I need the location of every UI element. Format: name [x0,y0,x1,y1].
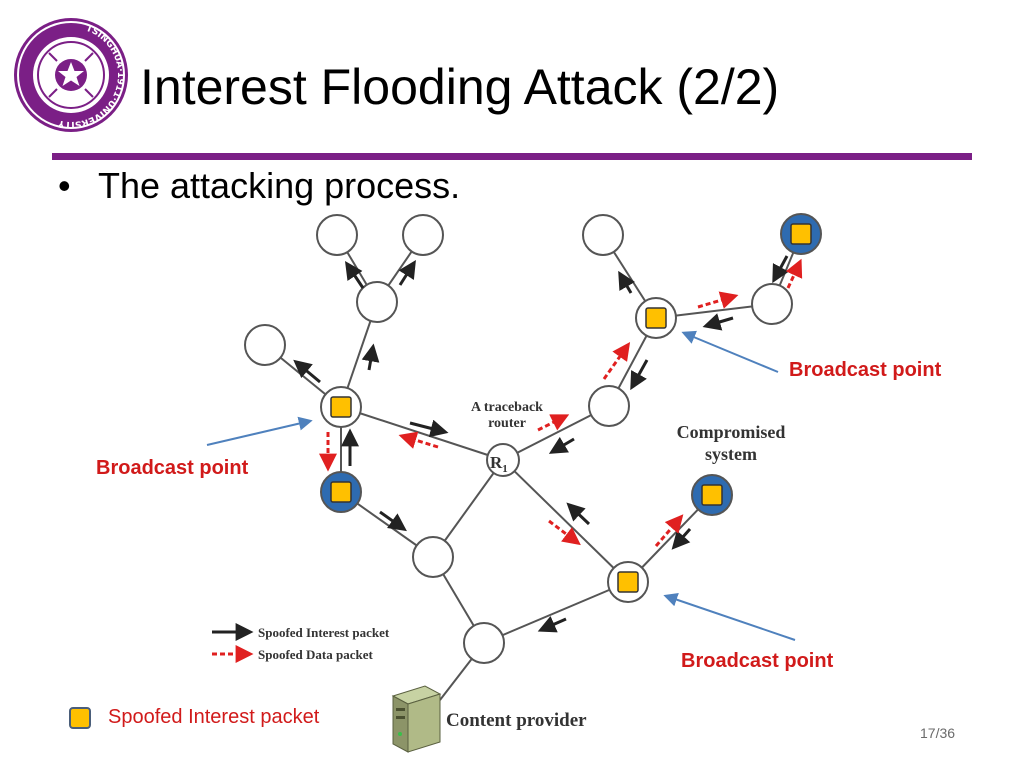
interest-arrow [379,510,407,532]
data-arrow [537,414,570,432]
interest-arrow [671,528,692,550]
page-number: 17/36 [920,725,956,741]
interest-arrow [772,255,789,284]
interest-arrow [702,313,734,331]
bullet-text: The attacking process. [98,165,461,206]
title-divider [52,153,972,160]
edge [502,459,629,583]
broadcast-label-left: Broadcast point [96,457,249,479]
compromised-label: Compromised [677,422,786,442]
network-node [244,324,286,366]
legend-data-label: Spoofed Data packet [258,647,374,662]
bullet-dot: • [58,165,71,206]
legend-interest-label: Spoofed Interest packet [258,625,390,640]
spoofed-square [330,481,352,503]
spoofed-square [790,223,812,245]
network-node [412,536,454,578]
compromised-label-system: system [705,444,757,464]
network-node [463,622,505,664]
interest-arrow [548,436,575,454]
interest-arrow [618,270,636,294]
interest-arrow [361,343,380,371]
university-logo-icon: TSINGHUA·1911·UNIVERSITY [14,18,128,132]
spoofed-square [701,484,723,506]
legend-square-label: Spoofed Interest packet [108,706,320,728]
arrow-legend: Spoofed Interest packet Spoofed Data pac… [212,623,390,663]
network-node [356,281,398,323]
traceback-label: A traceback [471,400,543,415]
router-label: R1 [490,453,508,475]
legend-square-icon [69,707,91,729]
data-arrows [319,258,803,547]
network-node [588,385,630,427]
spoofed-square [617,571,639,593]
network-node [316,214,358,256]
broadcast-label-right-top: Broadcast point [789,359,942,381]
traceback-label-router: router [488,416,526,431]
interest-arrow [409,419,449,438]
broadcast-label-right-bottom: Broadcast point [681,650,834,672]
broadcast-pointers [206,330,796,641]
edge [483,581,629,644]
data-arrow [548,519,581,546]
data-arrow [654,514,684,547]
network-node [402,214,444,256]
pointer-right-bottom [663,592,796,641]
interest-arrow [293,359,321,384]
data-arrow [697,291,739,309]
interest-arrows [293,255,789,633]
pointer-left [206,416,313,446]
server-icon [391,685,442,753]
interest-arrow [398,259,416,286]
slide-title: Interest Flooding Attack (2/2) [140,59,780,115]
network-node [582,214,624,256]
spoofed-interest-squares [330,223,812,593]
pointer-right-top [681,330,779,373]
bullet-item: • The attacking process. [58,164,460,207]
spoofed-square [645,307,667,329]
network-node [751,283,793,325]
interest-arrow [630,359,649,391]
interest-arrow [566,502,591,526]
content-provider-label: Content provider [446,710,587,731]
edge [340,406,504,461]
data-arrow [398,431,439,449]
router-node [486,443,520,477]
spoofed-square [330,396,352,418]
interest-arrow [537,615,567,633]
data-arrow [785,258,803,289]
interest-arrow [345,261,365,289]
data-arrow [602,342,631,380]
